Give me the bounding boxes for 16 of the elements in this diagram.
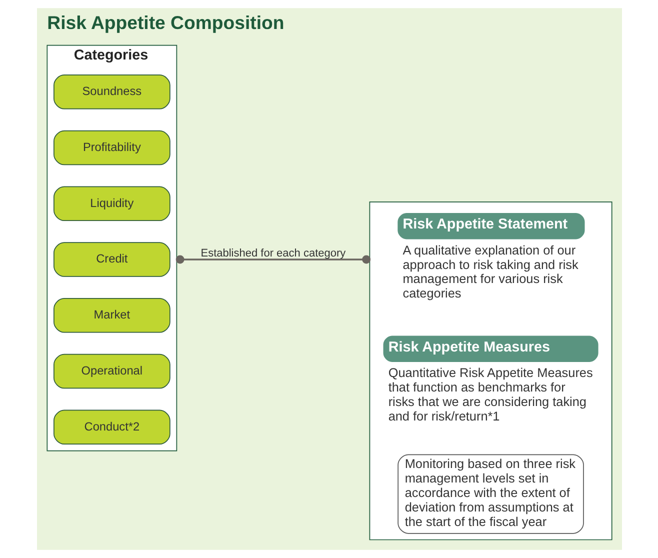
node-label: A qualitative explanation of our approach to risk taking and risk management for various risk categories — [402, 243, 578, 301]
node-box: Credit — [53, 242, 170, 277]
node-box: Conduct*2 — [53, 410, 170, 444]
cluster — [368, 202, 612, 540]
node-box: Risk Appetite Statement — [397, 212, 584, 240]
node-box: Profitability — [53, 130, 170, 166]
edge-label: Established for each category — [200, 247, 346, 260]
node-box: Operational — [53, 354, 170, 389]
node-box: Risk Appetite Measures — [382, 336, 598, 362]
node-box: Market — [53, 298, 170, 333]
node-box: Monitoring based on three risk management levels set in accordance with the extent of deviation from assumptions at the start of the fiscal year — [397, 454, 584, 534]
diagram-title: Risk Appetite Composition — [46, 12, 284, 33]
connector — [175, 255, 370, 264]
node-label: Quantitative Risk Appetite Measures that function as benchmarks for risks that we are considering taking and for risk/return*1 — [388, 366, 592, 424]
node-box: Soundness — [53, 74, 170, 110]
node-box: Liquidity — [53, 186, 170, 221]
